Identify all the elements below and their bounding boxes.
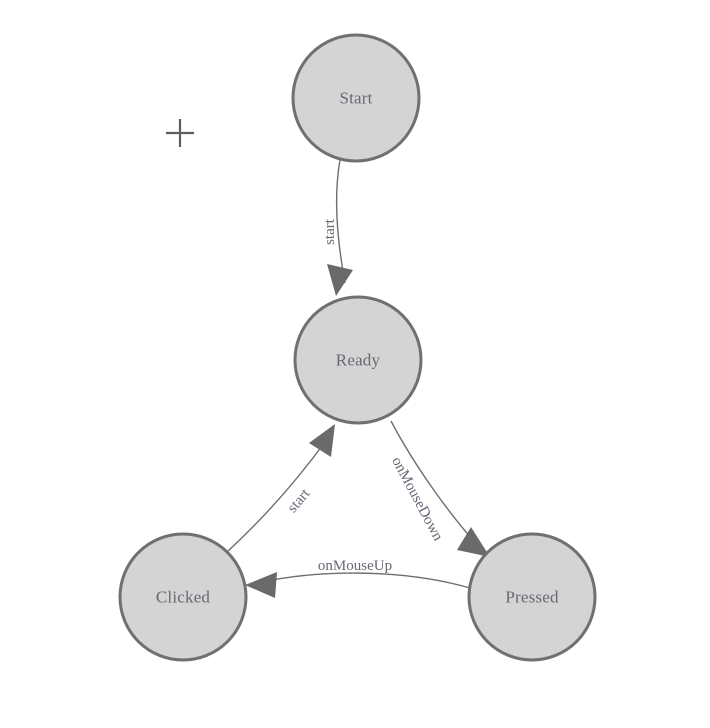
- node-pressed-circle[interactable]: [467, 532, 597, 662]
- node-clicked-label: Clicked: [156, 588, 211, 607]
- edge-path-pressed-to-clicked: [257, 572, 471, 589]
- node-clicked-circle[interactable]: [118, 532, 248, 662]
- node-start-circle[interactable]: [291, 33, 421, 163]
- arrowhead-into-ready-top: [327, 264, 353, 296]
- edge-label-start-to-ready: start: [322, 218, 338, 245]
- arrowhead-into-ready-bottom: [309, 424, 335, 457]
- node-clicked[interactable]: Clicked: [118, 532, 248, 662]
- node-ready-circle[interactable]: [293, 295, 423, 425]
- node-start[interactable]: Start: [291, 33, 421, 163]
- edge-ready-to-pressed[interactable]: onMouseDown: [388, 420, 490, 557]
- node-start-label: Start: [339, 89, 372, 108]
- edge-start-to-ready[interactable]: start: [322, 159, 353, 296]
- node-pressed[interactable]: Pressed: [467, 532, 597, 662]
- arrowhead-into-clicked: [245, 572, 277, 598]
- node-ready[interactable]: Ready: [293, 295, 423, 425]
- edge-clicked-to-ready[interactable]: start: [227, 424, 335, 552]
- plus-marker-icon: [166, 119, 194, 147]
- node-ready-label: Ready: [336, 351, 381, 370]
- arrowhead-into-pressed: [457, 527, 490, 557]
- edge-label-clicked-to-ready: start: [285, 485, 314, 516]
- edge-pressed-to-clicked[interactable]: onMouseUp: [245, 558, 471, 598]
- edge-label-pressed-to-clicked: onMouseUp: [318, 558, 392, 574]
- node-pressed-label: Pressed: [505, 588, 559, 607]
- edge-path-clicked-to-ready: [227, 441, 326, 552]
- edge-label-ready-to-pressed: onMouseDown: [388, 454, 446, 544]
